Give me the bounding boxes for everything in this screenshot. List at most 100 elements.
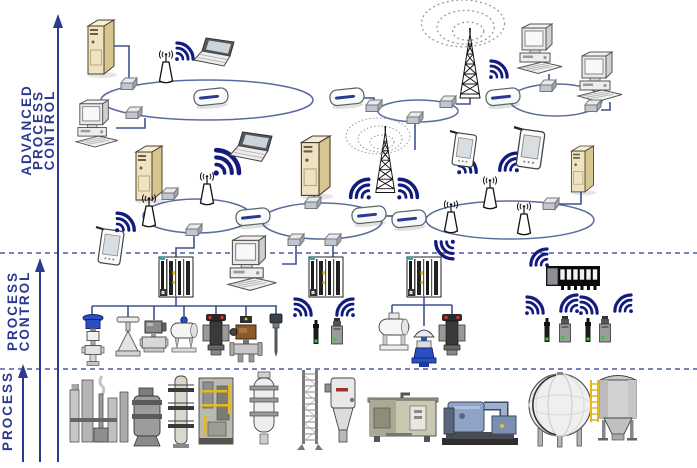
- wifi-signal-icon: [613, 293, 635, 315]
- network-switch-icon: [539, 79, 557, 92]
- network-switch-icon: [185, 223, 203, 236]
- compressor-unit-icon: [442, 402, 518, 445]
- network-link: [175, 236, 195, 257]
- transmitter-icon: [139, 320, 169, 353]
- network-switch-icon: [120, 77, 138, 90]
- network-link: [456, 98, 471, 105]
- layer-axis: ADVANCED PROCESS CONTROL PROCESS CONTROL…: [0, 14, 63, 462]
- network-switch-icon: [287, 233, 305, 246]
- wifi-signal-icon: [291, 297, 313, 319]
- network-link: [601, 102, 611, 111]
- flanged-vessel-icon: [249, 371, 279, 445]
- wifi-signal-icon: [529, 247, 551, 269]
- cyclone-separator-icon: [324, 377, 356, 443]
- network-link: [282, 246, 297, 265]
- label-advanced-process-control: ADVANCED PROCESS CONTROL: [19, 84, 57, 176]
- pda-icon: [448, 129, 478, 169]
- layer-process-control: [81, 256, 635, 368]
- layer-process: [68, 369, 638, 451]
- chiller-package-icon: [366, 392, 440, 444]
- wifi-signal-icon: [487, 59, 509, 81]
- arrowhead-process-control: [35, 258, 45, 272]
- wireless-access-point-icon: [516, 201, 532, 236]
- label-apc-line3: CONTROL: [42, 90, 57, 171]
- process-vessel-icon: [131, 387, 163, 447]
- wireless-access-point-icon: [158, 49, 174, 84]
- arrowhead-process: [18, 364, 28, 378]
- network-link: [110, 45, 130, 78]
- label-process: PROCESS: [0, 371, 15, 451]
- wifi-signal-icon: [113, 211, 136, 234]
- network-switch-icon: [304, 196, 322, 209]
- desktop-computer-icon: [75, 99, 119, 148]
- dcs-controller-rack-icon: [308, 256, 344, 298]
- wifi-signal-icon: [173, 41, 195, 63]
- pda-icon: [94, 225, 126, 267]
- wireless-transmitter-icon: [313, 320, 319, 344]
- network-switch-icon: [161, 187, 179, 200]
- network-switch-icon: [406, 111, 424, 124]
- dcs-controller-rack-icon: [158, 256, 194, 298]
- router-icon: [390, 208, 428, 233]
- radio-wave-fields: [345, 0, 506, 155]
- wireless-access-point-icon: [199, 171, 215, 206]
- network-link: [116, 118, 146, 129]
- spherical-tank-icon: [528, 371, 592, 448]
- wireless-transmitter-icon: [544, 318, 550, 342]
- motorized-valve-icon: [229, 315, 263, 363]
- network-switch-icon: [542, 197, 560, 210]
- magnetic-flowmeter-icon: [438, 313, 466, 356]
- temperature-sensor-icon: [269, 313, 283, 358]
- wifi-signal-icon: [559, 293, 581, 315]
- label-process-line1: PROCESS: [0, 371, 15, 451]
- flow-meter-icon: [170, 316, 198, 353]
- network-switch-icon: [125, 106, 143, 119]
- router-icon: [328, 86, 366, 111]
- server-icon: [134, 145, 166, 205]
- radio-tower-icon: [374, 125, 396, 194]
- network-switch-icon: [324, 233, 342, 246]
- desktop-computer-icon: [577, 51, 623, 102]
- router-icon: [192, 86, 230, 111]
- wifi-signal-icon: [523, 295, 545, 317]
- dcs-controller-rack-icon: [406, 256, 442, 298]
- laptop-icon: [193, 37, 235, 67]
- pda-icon: [512, 125, 547, 171]
- server-icon: [570, 145, 597, 196]
- label-apc-line2: PROCESS: [31, 90, 46, 170]
- control-valve-icon: [411, 329, 437, 368]
- wifi-signal-icon: [335, 297, 357, 319]
- layer-dividers: [0, 252, 697, 370]
- network-switch-icon: [439, 95, 457, 108]
- laptop-icon: [229, 131, 273, 162]
- wifi-signal-icon: [434, 238, 457, 261]
- storage-silo-icon: [589, 374, 638, 442]
- lattice-column-icon: [296, 369, 324, 451]
- magnetic-flowmeter-icon: [202, 313, 230, 356]
- wifi-signal-icon: [348, 177, 373, 202]
- wireless-transmitter-icon: [559, 315, 571, 343]
- control-valve-icon: [81, 314, 105, 366]
- fieldbus-segment: [91, 297, 277, 320]
- network-switch-icon: [584, 99, 602, 112]
- wifi-signal-icon: [577, 295, 599, 317]
- reactor-structure-icon: [198, 377, 234, 445]
- arrowhead-advanced-process-control: [53, 14, 63, 28]
- label-apc-line1: ADVANCED: [19, 84, 34, 176]
- router-icon: [484, 86, 522, 111]
- diaphragm-valve-icon: [115, 316, 141, 357]
- server-cabinet-icon: [299, 135, 334, 201]
- label-process-control: PROCESS CONTROL: [5, 271, 32, 352]
- transmitter-icon: [378, 312, 410, 351]
- wireless-access-point-icon: [482, 175, 498, 210]
- desktop-computer-icon: [517, 23, 563, 74]
- label-pc-line2: CONTROL: [17, 271, 32, 352]
- radio-wave-field: [345, 117, 411, 155]
- engineering-workstation-icon: [227, 235, 277, 292]
- wireless-transmitter-icon: [599, 315, 611, 343]
- wireless-transmitter-icon: [585, 318, 591, 342]
- remote-io-plc-icon: [545, 265, 601, 291]
- network-link: [559, 192, 582, 205]
